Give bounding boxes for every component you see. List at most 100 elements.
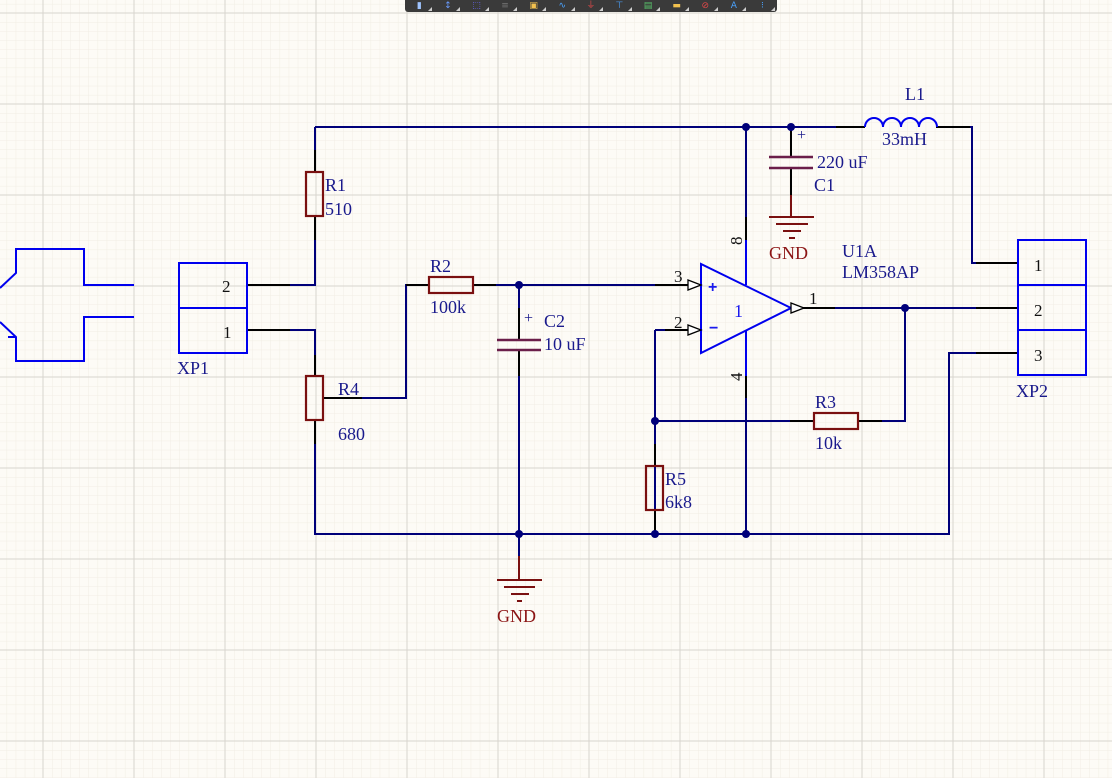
place-text-icon: A: [730, 0, 737, 11]
place-sheet-button[interactable]: ▤: [634, 0, 663, 12]
more-icon: ⁝: [760, 0, 764, 11]
r1-designator: R1: [325, 175, 346, 195]
place-part-icon: ▣: [529, 0, 538, 11]
place-wire-icon: ∿: [558, 0, 567, 11]
pin1-arrow: [790, 302, 806, 314]
xp2-designator: XP2: [1016, 381, 1048, 401]
place-gnd-icon: ⏚: [586, 0, 596, 11]
junction: [515, 530, 523, 538]
align-button[interactable]: ≡: [491, 0, 520, 12]
opamp-u1a[interactable]: + − 1 3 2 1 8 4 U1A LM358AP: [674, 237, 919, 382]
r4-value: 680: [338, 424, 365, 444]
r5-body[interactable]: [644, 464, 665, 512]
no-erc-icon: ⊘: [701, 0, 709, 11]
opamp-designator: U1A: [842, 241, 877, 261]
pin2-arrow: [687, 324, 703, 336]
xp1-pin-label: 2: [222, 277, 231, 296]
opamp-part-number: LM358AP: [842, 262, 919, 282]
place-net-label-button[interactable]: ⊤: [605, 0, 634, 12]
r5-designator: R5: [665, 469, 686, 489]
opamp-pin1-label: 1: [809, 289, 818, 308]
r4-body[interactable]: [304, 374, 325, 422]
input-plug-outline-lower[interactable]: [0, 316, 134, 362]
input-plug-outline[interactable]: [0, 248, 134, 289]
r2-value: 100k: [430, 297, 466, 317]
select-area-button[interactable]: ⬚: [462, 0, 491, 12]
place-note-button[interactable]: ▬: [662, 0, 691, 12]
place-wire-button[interactable]: ∿: [548, 0, 577, 12]
wires: [0, 126, 1018, 556]
opamp-pin4-label: 4: [727, 372, 746, 381]
opamp-minus-sign: −: [709, 320, 718, 337]
capacitor-c1[interactable]: + 220 uF C1: [769, 127, 868, 195]
place-pin-icon: ▮: [416, 0, 422, 11]
place-text-button[interactable]: A: [720, 0, 749, 12]
r5-value: 6k8: [665, 492, 692, 512]
select-area-icon: ⬚: [472, 0, 481, 11]
opamp-pin3-label: 3: [674, 267, 683, 286]
place-gnd-button[interactable]: ⏚: [577, 0, 606, 12]
r3-body[interactable]: [812, 411, 860, 431]
wire-l1-xp2[interactable]: [970, 126, 976, 264]
more-button[interactable]: ⁝: [748, 0, 777, 12]
r1-value: 510: [325, 199, 352, 219]
opamp-pin2-label: 2: [674, 313, 683, 332]
r2-body[interactable]: [427, 275, 475, 295]
c1-value: 220 uF: [817, 152, 868, 172]
xp2-pin-label: 2: [1034, 301, 1043, 320]
connector-xp1[interactable]: 2 1 XP1: [177, 262, 248, 378]
xp2-body[interactable]: [1017, 239, 1087, 376]
junction: [515, 281, 523, 289]
resistor-r4[interactable]: R4 680: [304, 374, 365, 444]
gnd-symbol-bottom[interactable]: GND: [497, 556, 542, 626]
xp2-pin-label: 1: [1034, 256, 1043, 275]
no-erc-button[interactable]: ⊘: [691, 0, 720, 12]
gnd-label-bottom: GND: [497, 606, 536, 626]
junction: [651, 417, 659, 425]
c2-value: 10 uF: [544, 334, 586, 354]
pin3-arrow: [687, 279, 703, 291]
junctions: [515, 123, 909, 538]
place-sheet-icon: ▤: [643, 0, 653, 11]
l1-designator: L1: [905, 84, 925, 104]
wire-r1-xp1[interactable]: [290, 240, 316, 286]
place-pin-button[interactable]: ▮: [405, 0, 434, 12]
inductor-l1[interactable]: L1 33mH: [864, 84, 938, 149]
junction: [742, 123, 750, 131]
place-port-button[interactable]: ↕: [434, 0, 463, 12]
wire-bottom-rail[interactable]: [314, 352, 976, 535]
place-note-icon: ▬: [672, 0, 681, 11]
capacitor-c2[interactable]: + C2 10 uF: [497, 310, 586, 354]
l1-value: 33mH: [882, 129, 927, 149]
resistor-r2[interactable]: R2 100k: [427, 256, 475, 317]
opamp-plus-sign: +: [708, 279, 717, 296]
connector-xp2[interactable]: 1 2 3 XP2: [1016, 239, 1087, 401]
c2-polarity: +: [524, 310, 533, 327]
opamp-body[interactable]: [700, 262, 794, 355]
r1-body[interactable]: [304, 170, 325, 218]
xp2-pin-label: 3: [1034, 346, 1043, 365]
wire-r3-output[interactable]: [882, 308, 906, 422]
xp1-designator: XP1: [177, 358, 209, 378]
junction: [901, 304, 909, 312]
place-net-label-icon: ⊤: [615, 0, 624, 11]
opamp-unit-number: 1: [734, 301, 743, 321]
junction: [787, 123, 795, 131]
c2-designator: C2: [544, 311, 565, 331]
r3-value: 10k: [815, 433, 842, 453]
wire-xp1-r4[interactable]: [290, 329, 316, 355]
place-part-button[interactable]: ▣: [519, 0, 548, 12]
gnd-symbol-top[interactable]: GND: [769, 216, 814, 263]
l1-coil[interactable]: [864, 117, 938, 128]
resistor-r1[interactable]: R1 510: [304, 170, 352, 219]
c1-designator: C1: [814, 175, 835, 195]
resistor-r5[interactable]: R5 6k8: [644, 464, 692, 512]
r3-designator: R3: [815, 392, 836, 412]
r4-designator: R4: [338, 379, 359, 399]
place-port-icon: ↕: [444, 0, 452, 11]
resistor-r3[interactable]: R3 10k: [812, 392, 860, 453]
xp1-pin-label: 1: [223, 323, 232, 342]
